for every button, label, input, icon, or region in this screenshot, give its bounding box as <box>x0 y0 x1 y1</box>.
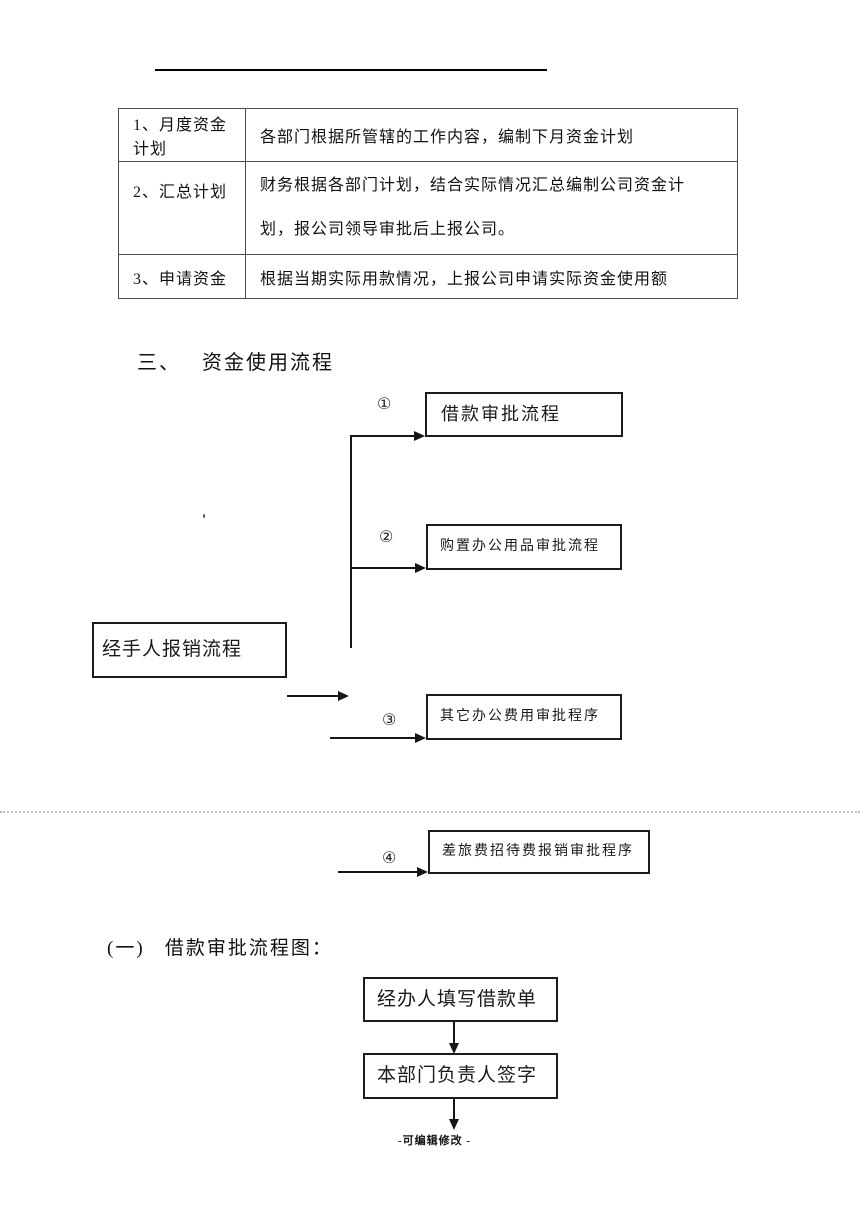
flow-box-travel-expense-approval: 差旅费招待费报销审批程序 <box>428 830 650 874</box>
circled-number-1: ① <box>377 396 392 413</box>
loan-step-1-box: 经办人填写借款单 <box>363 977 558 1022</box>
arrow-head-to-travel-box <box>417 867 428 877</box>
arrow-line-to-purchase-box <box>350 567 416 569</box>
arrow-line-to-other-box <box>330 737 416 739</box>
top-divider-line <box>155 69 547 71</box>
arrow-head-to-purchase-box <box>415 563 426 573</box>
flow-box-loan-approval: 借款审批流程 <box>425 392 623 437</box>
arrow-line-to-travel-box <box>338 871 418 873</box>
page-break-dotted-line <box>0 811 860 813</box>
loan-step-2-box: 本部门负责人签字 <box>363 1053 558 1099</box>
flow-box-handler-reimbursement: 经手人报销流程 <box>92 622 287 678</box>
table-cell-item: 2、汇总计划 <box>118 161 246 255</box>
circled-number-4: ④ <box>382 850 397 867</box>
table-cell-desc: 各部门根据所管辖的工作内容，编制下月资金计划 <box>245 108 738 162</box>
flow-box-other-expense-approval: 其它办公费用审批程序 <box>426 694 622 740</box>
circled-number-2: ② <box>379 529 394 546</box>
arrow-head-from-handler-box <box>338 691 349 701</box>
connector-vertical-line <box>350 437 352 648</box>
arrow-head-below-step2 <box>449 1119 459 1130</box>
footer-note: -可编辑修改 - <box>398 1135 472 1147</box>
circled-number-3: ③ <box>382 712 397 729</box>
stray-mark: ' <box>202 512 207 528</box>
arrow-line-to-loan-box <box>350 435 415 437</box>
arrow-line-from-handler-box <box>287 695 339 697</box>
subsection-title: (一) 借款审批流程图： <box>107 938 333 959</box>
table-row: 3、申请资金 根据当期实际用款情况，上报公司申请实际资金使用额 <box>118 254 738 299</box>
table-row: 1、月度资金计划 各部门根据所管辖的工作内容，编制下月资金计划 <box>118 108 738 162</box>
section-title: 三、 资金使用流程 <box>137 352 334 374</box>
arrow-head-step1-to-step2 <box>449 1043 459 1054</box>
flow-box-purchase-approval: 购置办公用品审批流程 <box>426 524 622 570</box>
table-cell-item: 3、申请资金 <box>118 254 246 299</box>
table-cell-desc: 财务根据各部门计划，结合实际情况汇总编制公司资金计 划，报公司领导审批后上报公司… <box>245 161 738 255</box>
desc-line: 划，报公司领导审批后上报公司。 <box>260 221 516 238</box>
fund-plan-table: 1、月度资金计划 各部门根据所管辖的工作内容，编制下月资金计划 2、汇总计划 财… <box>118 108 738 299</box>
desc-line: 财务根据各部门计划，结合实际情况汇总编制公司资金计 <box>260 177 686 194</box>
arrow-line-below-step2 <box>453 1099 455 1120</box>
table-cell-item: 1、月度资金计划 <box>118 108 246 162</box>
table-row: 2、汇总计划 财务根据各部门计划，结合实际情况汇总编制公司资金计 划，报公司领导… <box>118 161 738 255</box>
arrow-head-to-other-box <box>415 733 426 743</box>
arrow-line-step1-to-step2 <box>453 1022 455 1044</box>
table-cell-desc: 根据当期实际用款情况，上报公司申请实际资金使用额 <box>245 254 738 299</box>
arrow-head-to-loan-box <box>414 431 425 441</box>
